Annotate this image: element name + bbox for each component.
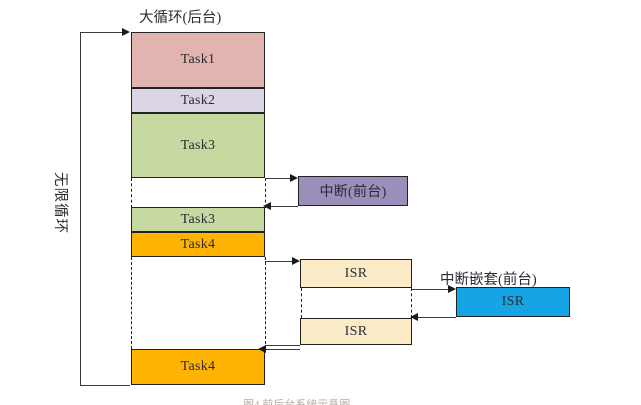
dashed-guide-left-upper [131, 178, 132, 208]
dashed-guide-isr-right [411, 288, 412, 318]
arrow-from-nested-isr-line [414, 317, 456, 318]
loop-label: 无限循环 [52, 172, 68, 234]
arrow-to-isr1-line [265, 261, 296, 262]
dashed-guide-right-upper [265, 178, 266, 208]
arrow-to-interrupt-line [265, 178, 294, 179]
arrow-from-nested-isr-head-icon [410, 312, 418, 321]
block-task3-first: Task3 [131, 113, 265, 178]
title-background-loop: 大循环(后台) [139, 10, 222, 26]
figure-caption: 图4 前后台系统示意图 [243, 399, 351, 405]
block-interrupt: 中断(前台) [298, 176, 408, 206]
dashed-guide-left-lower [131, 257, 132, 349]
block-task1: Task1 [131, 32, 265, 88]
arrow-from-isr2-head-icon [258, 344, 266, 353]
arrow-to-isr1-head-icon [292, 256, 300, 265]
loop-bracket-top [80, 32, 124, 33]
arrow-to-interrupt-head-icon [290, 173, 298, 182]
arrow-from-interrupt-line [265, 206, 298, 207]
block-isr-first: ISR [300, 259, 412, 288]
loop-bracket-bottom [80, 385, 130, 386]
arrow-to-nested-isr-head-icon [448, 284, 456, 293]
arrow-to-nested-isr-line [412, 289, 452, 290]
block-task3-second: Task3 [131, 207, 265, 232]
dashed-guide-right-lower [265, 257, 266, 349]
arrow-from-isr2-line [265, 345, 300, 346]
block-task4-first: Task4 [131, 232, 265, 257]
arrow-from-isr2-return-line [265, 349, 300, 350]
loop-arrow-head-icon [122, 27, 130, 36]
dashed-guide-isr-left [301, 288, 302, 318]
loop-bracket-left [80, 32, 81, 385]
block-isr-second: ISR [300, 318, 412, 345]
block-task4-second: Task4 [131, 349, 265, 385]
block-task2: Task2 [131, 88, 265, 113]
block-isr-nested: ISR [456, 287, 570, 317]
arrow-from-interrupt-head-icon [263, 201, 271, 210]
title-nested-interrupt: 中断嵌套(前台) [440, 272, 537, 288]
